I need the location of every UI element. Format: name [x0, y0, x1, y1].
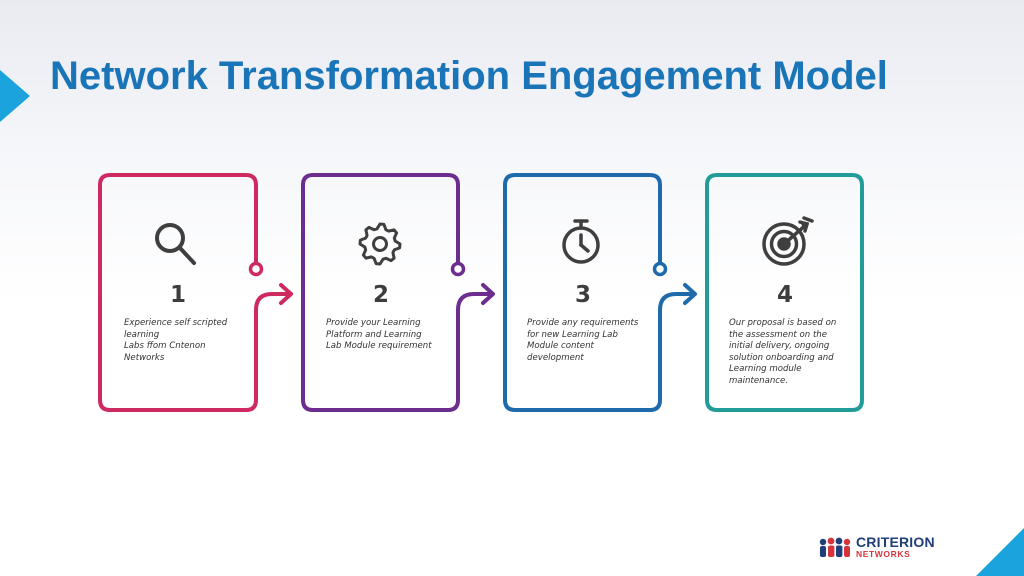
step-1-description: Experience self scripted learning Labs f…	[124, 318, 244, 364]
step-4-description: Our proposal is based on the assessment …	[729, 318, 849, 387]
step-3-arrowhead	[683, 283, 697, 305]
step-3-line: for new Learning Lab	[527, 329, 618, 340]
people-logo-icon	[818, 535, 852, 559]
company-logo: CRITERION NETWORKS	[818, 534, 935, 560]
step-2-number: 2	[372, 282, 389, 308]
step-3-card-outline	[503, 173, 696, 412]
step-4-card-outline	[705, 173, 864, 412]
step-card-1	[98, 173, 293, 412]
stopwatch-icon	[562, 219, 600, 264]
gear-icon	[358, 222, 402, 266]
step-2-line: Platform and Learning	[326, 329, 422, 340]
magnifier-icon	[155, 223, 196, 265]
step-1-arrowhead	[279, 283, 293, 305]
step-4-line: maintenance.	[729, 375, 789, 386]
step-3-description: Provide any requirements for new Learnin…	[527, 318, 647, 364]
step-3-number: 3	[574, 282, 591, 308]
step-2-description: Provide your Learning Platform and Learn…	[326, 318, 446, 353]
corner-accent-top-left	[0, 70, 30, 122]
step-2-line: Lab Module requirement	[326, 341, 432, 351]
step-3-connector-dot	[652, 261, 668, 277]
step-4-line: solution onboarding and	[729, 352, 834, 363]
step-1-number: 1	[169, 282, 186, 308]
target-icon	[762, 216, 814, 266]
logo-text-bottom: NETWORKS	[856, 549, 911, 560]
step-1-card-outline	[98, 173, 292, 412]
step-3-line: Provide any requirements	[527, 318, 639, 328]
step-4-line: initial delivery, ongoing	[729, 341, 830, 351]
step-1-line: learning	[124, 329, 160, 340]
step-4-line: the assessment on the	[729, 329, 828, 340]
step-1-line: Labs ffom Cntenon	[124, 341, 206, 351]
step-4-line: Our proposal is based on	[729, 318, 837, 328]
logo-text-top: CRITERION	[856, 534, 935, 551]
step-4-line: Learning module	[729, 364, 802, 374]
step-2-arrowhead	[481, 283, 495, 305]
step-2-card-outline	[301, 173, 494, 412]
step-1-line: Networks	[124, 352, 165, 363]
step-1-line: Experience self scripted	[124, 318, 228, 328]
step-2-connector-dot	[450, 261, 466, 277]
step-card-4	[705, 173, 864, 412]
step-3-line: development	[527, 352, 584, 363]
step-card-3	[503, 173, 697, 412]
step-4-number: 4	[776, 282, 793, 308]
corner-accent-bottom-right	[976, 528, 1024, 576]
slide-title: Network Transformation Engagement Model	[50, 54, 888, 98]
step-card-2	[301, 173, 495, 412]
step-3-line: Module content	[527, 341, 594, 351]
step-1-connector-dot	[248, 261, 264, 277]
step-2-line: Provide your Learning	[326, 318, 421, 328]
